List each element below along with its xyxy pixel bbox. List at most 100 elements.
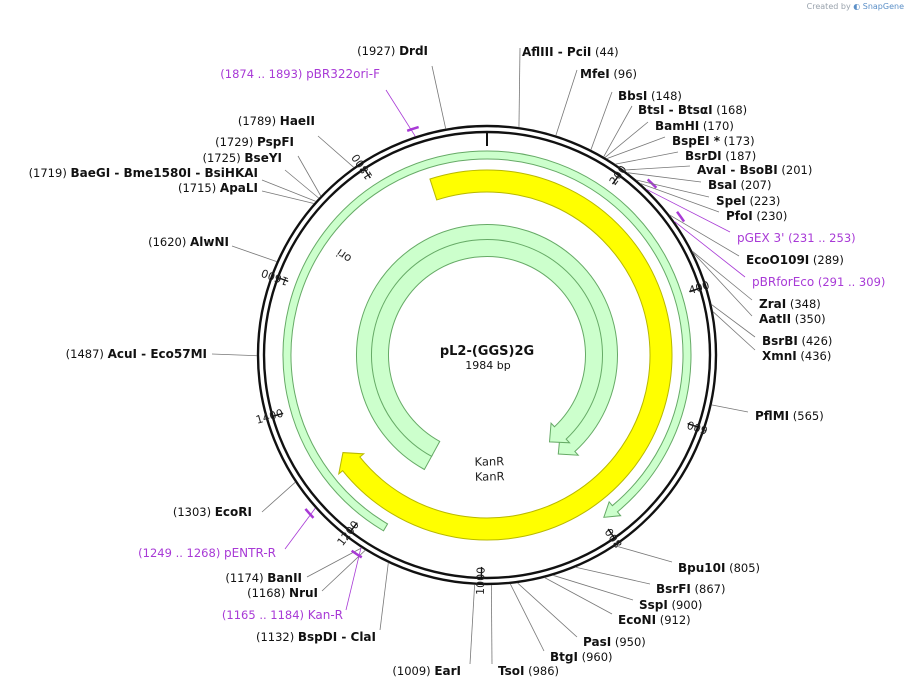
enzyme-label[interactable]: AatII (350): [759, 312, 826, 326]
enzyme-label[interactable]: (1174) BanII: [225, 571, 302, 585]
enzyme-label[interactable]: BsrDI (187): [685, 149, 756, 163]
enzyme-label[interactable]: TsoI (986): [498, 664, 559, 678]
enzyme-label[interactable]: (1303) EcoRI: [173, 505, 252, 519]
enzyme-label[interactable]: (1168) NruI: [247, 586, 318, 600]
label-part: AatII: [759, 312, 791, 326]
label-part: pBRforEco: [752, 275, 814, 289]
enzyme-label[interactable]: EcoNI (912): [618, 613, 691, 627]
primer-binding-mark: [676, 210, 686, 223]
enzyme-label[interactable]: PasI (950): [583, 635, 646, 649]
enzyme-label[interactable]: BsrBI (426): [762, 334, 832, 348]
enzyme-label[interactable]: Bpu10I (805): [678, 561, 760, 575]
label-part: BtgI: [550, 650, 578, 664]
label-leader-line: [297, 155, 322, 197]
plasmid-name: pL2-(GGS)2G: [440, 344, 534, 359]
label-part: (1789): [238, 114, 280, 128]
label-part: (223): [746, 194, 781, 208]
enzyme-label[interactable]: (1729) PspFI: [215, 135, 294, 149]
label-leader-line: [261, 179, 316, 202]
label-part: (291 .. 309): [814, 275, 885, 289]
plasmid-length: 1984 bp: [465, 359, 510, 372]
enzyme-label[interactable]: BspEI * (173): [672, 134, 755, 148]
label-part: EcoO109I: [746, 253, 809, 267]
enzyme-label[interactable]: ZraI (348): [759, 297, 821, 311]
enzyme-label[interactable]: AvaI - BsoBI (201): [697, 163, 812, 177]
enzyme-label[interactable]: BsrFI (867): [656, 582, 725, 596]
enzyme-label[interactable]: PfoI (230): [726, 209, 787, 223]
enzyme-label[interactable]: MfeI (96): [580, 67, 637, 81]
label-part: (173): [720, 134, 755, 148]
label-part: BsrBI: [762, 334, 798, 348]
enzyme-label[interactable]: SspI (900): [639, 598, 702, 612]
label-leader-line: [575, 566, 651, 585]
label-part: BamHI: [655, 119, 699, 133]
label-part: (1725): [203, 151, 245, 165]
label-leader-line: [711, 404, 749, 413]
label-part: (986): [524, 664, 559, 678]
enzyme-label[interactable]: (1487) AcuI - Eco57MI: [66, 347, 207, 361]
enzyme-label[interactable]: BsaI (207): [708, 178, 771, 192]
label-leader-line: [669, 214, 740, 257]
label-leader-line: [639, 182, 720, 213]
enzyme-label[interactable]: BtsI - BtsαI (168): [638, 103, 747, 117]
enzyme-label[interactable]: (1009) EarI: [392, 664, 461, 678]
label-part: BspDI: [298, 630, 337, 644]
label-leader-line: [544, 577, 613, 615]
label-part: AcuI: [108, 347, 137, 361]
label-part: (1174): [225, 571, 267, 585]
enzyme-label[interactable]: XmnI (436): [762, 349, 831, 363]
label-part: EcoRI: [215, 505, 252, 519]
label-part: (350): [791, 312, 826, 326]
kanr-label: KanR: [475, 469, 505, 484]
primer-label[interactable]: (1249 .. 1268) pENTR-R: [138, 546, 276, 560]
label-part: (1729): [215, 135, 257, 149]
enzyme-label[interactable]: (1132) BspDI - ClaI: [256, 630, 376, 644]
label-leader-line: [604, 121, 649, 158]
backbone-outer-ring: [256, 124, 718, 586]
label-part: MfeI: [580, 67, 610, 81]
label-leader-line: [211, 353, 258, 357]
enzyme-label[interactable]: (1620) AlwNI: [148, 235, 229, 249]
enzyme-label[interactable]: BbsI (148): [618, 89, 682, 103]
enzyme-label[interactable]: EcoO109I (289): [746, 253, 844, 267]
enzyme-label[interactable]: BtgI (960): [550, 650, 613, 664]
label-part: AlwNI: [190, 235, 229, 249]
label-part: AflIII: [522, 45, 554, 59]
label-part: AvaI: [697, 163, 726, 177]
primer-label[interactable]: pGEX 3' (231 .. 253): [737, 231, 856, 245]
label-part: PasI: [583, 635, 611, 649]
label-part: - BsoBI: [726, 163, 777, 177]
enzyme-label[interactable]: PflMI (565): [755, 409, 824, 423]
ruler-tick: [687, 422, 698, 428]
label-part: EcoNI: [618, 613, 656, 627]
label-part: PspFI: [257, 135, 294, 149]
enzyme-label[interactable]: (1725) BseYI: [203, 151, 283, 165]
enzyme-label[interactable]: (1719) BaeGI - Bme1580I - BsiHKAI: [29, 166, 258, 180]
label-part: DrdI: [399, 44, 428, 58]
label-part: (207): [737, 178, 772, 192]
enzyme-label[interactable]: (1927) DrdI: [357, 44, 428, 58]
primer-label[interactable]: (1165 .. 1184) Kan-R: [222, 608, 343, 622]
enzyme-label[interactable]: BamHI (170): [655, 119, 734, 133]
label-part: (289): [809, 253, 844, 267]
label-part: (1009): [392, 664, 434, 678]
label-part: BbsI: [618, 89, 647, 103]
primer-binding-mark: [350, 549, 363, 559]
primer-label[interactable]: (1874 .. 1893) pBR322ori-F: [220, 67, 380, 81]
label-part: BseYI: [244, 151, 282, 165]
enzyme-label[interactable]: SpeI (223): [716, 194, 780, 208]
label-leader-line: [518, 47, 521, 128]
label-part: (900): [668, 598, 703, 612]
label-part: (96): [610, 67, 637, 81]
label-part: (201): [778, 163, 813, 177]
enzyme-label[interactable]: (1715) ApaLI: [178, 181, 258, 195]
enzyme-label[interactable]: (1789) HaeII: [238, 114, 315, 128]
primer-label[interactable]: pBRforEco (291 .. 309): [752, 275, 885, 289]
label-part: pGEX 3': [737, 231, 784, 245]
label-leader-line: [509, 583, 545, 652]
enzyme-label[interactable]: AflIII - PciI (44): [522, 45, 619, 59]
ruler-tick: [364, 169, 371, 179]
ruler-tick-label: 1000: [474, 567, 488, 595]
label-part: (1249 .. 1268): [138, 546, 224, 560]
